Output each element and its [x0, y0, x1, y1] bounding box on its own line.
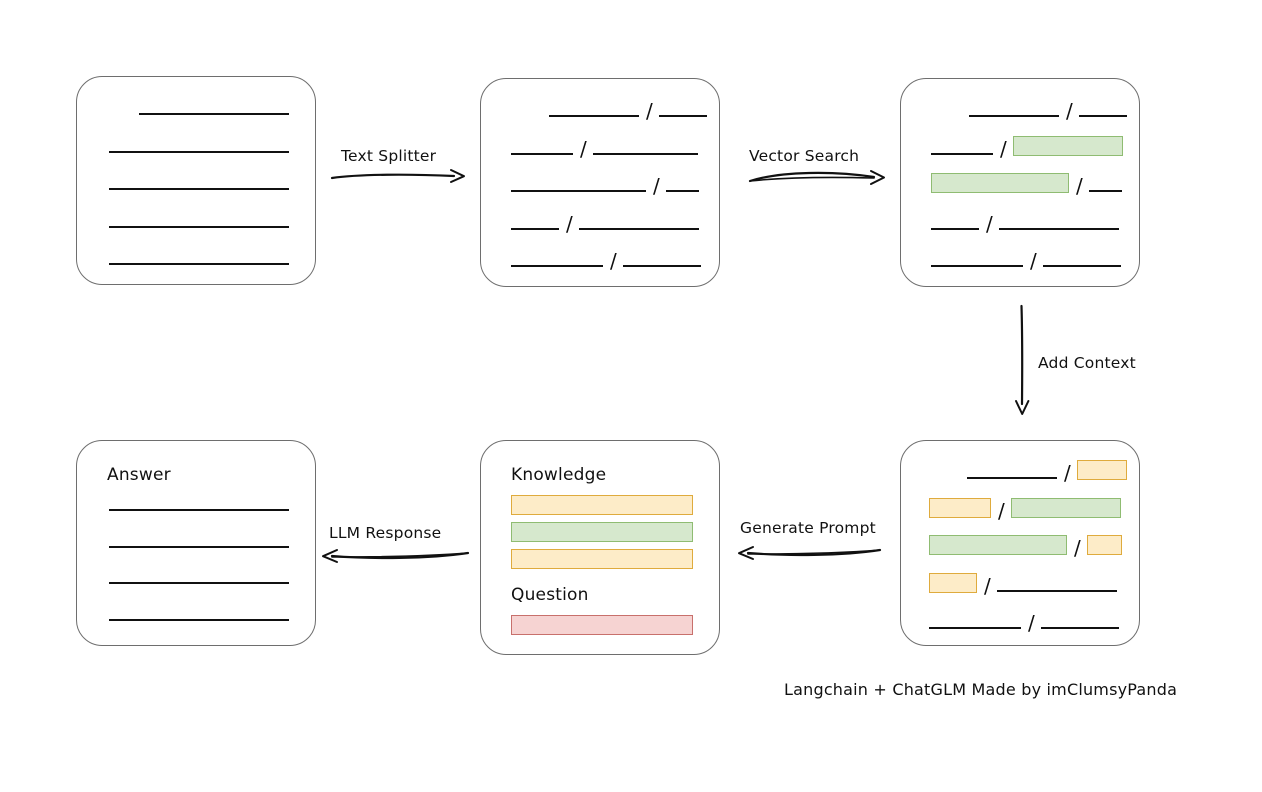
edge-text-splitter-label: Text Splitter: [341, 147, 437, 165]
text-rule-line: [1041, 627, 1119, 629]
slash-separator: /: [1064, 461, 1071, 485]
split-chunks-document-card[interactable]: / / / / /: [480, 78, 720, 287]
text-rule-line: [139, 113, 289, 115]
yellow-highlight-chip: [929, 498, 991, 518]
text-rule-line: [511, 153, 573, 155]
text-rule-line: [929, 627, 1021, 629]
text-rule-line: [579, 228, 699, 230]
text-rule-line: [511, 265, 603, 267]
edge-add-context: [1012, 304, 1032, 416]
context-added-lines: / / / / /: [929, 460, 1127, 633]
text-rule-line: [659, 115, 707, 117]
text-rule-line: [1089, 190, 1122, 192]
red-content-bar: [511, 615, 693, 635]
edge-add-context-label: Add Context: [1038, 354, 1136, 372]
edge-vector-search-label: Vector Search: [749, 147, 860, 165]
question-bars: [511, 615, 697, 639]
slash-separator: /: [1074, 536, 1081, 560]
prompt-card[interactable]: Knowledge Question: [480, 440, 720, 655]
edge-generate-prompt-label: Generate Prompt: [740, 519, 876, 537]
edge-llm-response-label: LLM Response: [329, 524, 442, 542]
text-rule-line: [931, 228, 979, 230]
text-rule-line: [593, 153, 698, 155]
slash-separator: /: [566, 212, 573, 236]
text-rule-line: [109, 151, 289, 153]
credit-text: Langchain + ChatGLM Made by imClumsyPand…: [784, 680, 1178, 699]
text-rule-line: [997, 590, 1117, 592]
edge-llm-response: [320, 548, 470, 564]
text-rule-line: [1079, 115, 1127, 117]
slash-separator: /: [998, 499, 1005, 523]
green-content-bar: [511, 522, 693, 542]
text-rule-line: [109, 546, 289, 548]
text-rule-line: [511, 190, 646, 192]
edge-text-splitter: [330, 168, 468, 184]
text-rule-line: [666, 190, 699, 192]
green-highlight-chip: [931, 173, 1069, 193]
text-rule-line: [511, 228, 559, 230]
yellow-highlight-chip: [1087, 535, 1122, 555]
text-rule-line: [623, 265, 701, 267]
green-highlight-chip: [929, 535, 1067, 555]
slash-separator: /: [1076, 174, 1083, 198]
vector-search-results-lines: / / / / /: [931, 101, 1127, 271]
knowledge-label: Knowledge: [511, 465, 607, 485]
slash-separator: /: [1028, 611, 1035, 635]
slash-separator: /: [646, 99, 653, 123]
slash-separator: /: [580, 137, 587, 161]
slash-separator: /: [986, 212, 993, 236]
slash-separator: /: [984, 574, 991, 598]
text-rule-line: [109, 263, 289, 265]
text-rule-line: [931, 265, 1023, 267]
yellow-highlight-chip: [929, 573, 977, 593]
text-rule-line: [109, 619, 289, 621]
text-rule-line: [549, 115, 639, 117]
slash-separator: /: [653, 174, 660, 198]
knowledge-bars: [511, 495, 697, 569]
green-highlight-chip: [1011, 498, 1121, 518]
text-rule-line: [1043, 265, 1121, 267]
text-rule-line: [969, 115, 1059, 117]
edge-vector-search: [748, 168, 888, 186]
text-rule-line: [931, 153, 993, 155]
green-highlight-chip: [1013, 136, 1123, 156]
source-document-lines: [109, 113, 289, 265]
yellow-content-bar: [511, 549, 693, 569]
question-label: Question: [511, 585, 589, 605]
answer-label: Answer: [107, 465, 171, 485]
vector-search-results-card[interactable]: / / / / /: [900, 78, 1140, 287]
slash-separator: /: [610, 249, 617, 273]
text-rule-line: [109, 188, 289, 190]
text-rule-line: [109, 509, 289, 511]
source-document-card[interactable]: [76, 76, 316, 285]
slash-separator: /: [1000, 137, 1007, 161]
yellow-highlight-chip: [1077, 460, 1127, 480]
slash-separator: /: [1066, 99, 1073, 123]
text-rule-line: [999, 228, 1119, 230]
split-chunks-document-lines: / / / / /: [511, 101, 707, 271]
answer-card[interactable]: Answer: [76, 440, 316, 646]
answer-lines: [109, 509, 289, 621]
text-rule-line: [109, 582, 289, 584]
yellow-content-bar: [511, 495, 693, 515]
text-rule-line: [967, 477, 1057, 479]
context-added-card[interactable]: / / / / /: [900, 440, 1140, 646]
slash-separator: /: [1030, 249, 1037, 273]
text-rule-line: [109, 226, 289, 228]
edge-generate-prompt: [736, 545, 882, 561]
